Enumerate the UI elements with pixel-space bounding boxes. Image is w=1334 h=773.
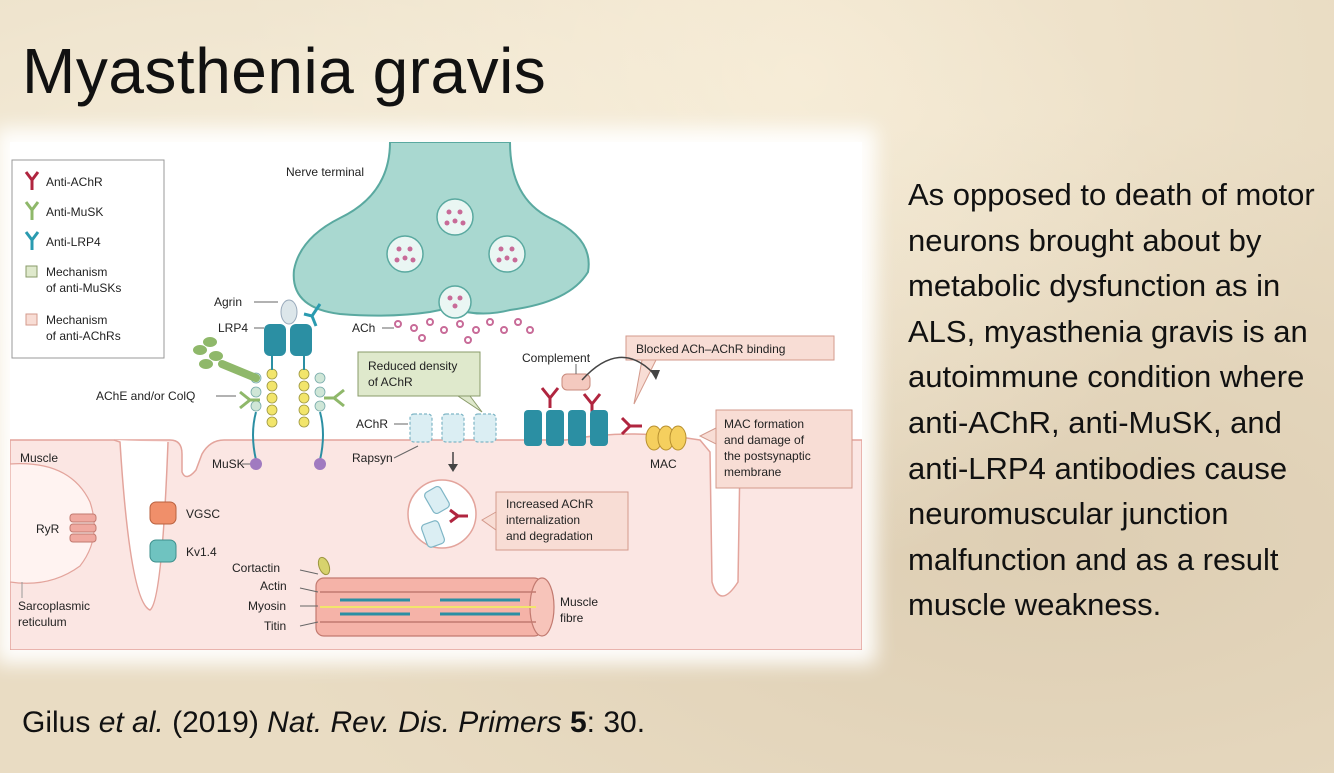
label-ryr: RyR [36,522,60,536]
lrp4-musk-complex [193,299,345,470]
svg-text:and damage of: and damage of [724,433,805,447]
svg-text:of anti-AChRs: of anti-AChRs [46,329,121,343]
internalization-vesicle [407,479,477,549]
nmj-diagram: Anti-AChR Anti-MuSK Anti-LRP4 Mechanism … [10,142,862,650]
svg-text:of AChR: of AChR [368,375,413,389]
label-muscle: Muscle [20,451,58,465]
legend-item-mech-achr: Mechanism of anti-AChRs [25,313,121,343]
slide-title: Myasthenia gravis [22,35,547,107]
legend-label-anti-musk: Anti-MuSK [46,205,103,219]
label-complement: Complement [522,351,591,365]
label-sarcoplasmic-2: reticulum [18,615,67,629]
citation-etal: et al. [98,706,164,739]
label-nerve-terminal: Nerve terminal [286,165,364,179]
callout-internalization: Increased AChR internalization and degra… [481,491,629,551]
label-agrin: Agrin [214,295,242,309]
svg-text:Mechanism: Mechanism [46,313,107,327]
citation-authors: Gilus [22,706,91,739]
label-rapsyn: Rapsyn [352,451,393,465]
label-muscle-fibre-2: fibre [560,611,584,625]
figure-panel: Anti-AChR Anti-MuSK Anti-LRP4 Mechanism … [10,142,862,650]
svg-text:membrane: membrane [724,465,782,479]
svg-text:and degradation: and degradation [506,529,593,543]
label-ache-colq: AChE and/or ColQ [96,389,195,403]
muscle-fibre [315,556,555,637]
label-sarcoplasmic-1: Sarcoplasmic [18,599,90,613]
legend-item-mech-musk: Mechanism of anti-MuSKs [25,265,121,295]
ach-molecules [394,318,534,344]
label-vgsc: VGSC [186,507,220,521]
label-titin: Titin [264,619,286,633]
mac-complex [645,425,687,451]
legend-item-anti-achr: Anti-AChR [24,171,103,190]
callout-reduced-density: Reduced density of AChR [357,351,483,413]
legend-item-anti-musk: Anti-MuSK [24,201,103,220]
citation-volume: 5 [569,706,587,739]
achr-faded [409,413,497,443]
kv14-channel [149,539,177,563]
synaptic-vesicles [386,198,526,319]
label-musk: MuSK [212,457,245,471]
label-cortactin: Cortactin [232,561,280,575]
citation-journal: Nat. Rev. Dis. Primers [267,706,562,739]
citation-year: (2019) [172,706,259,739]
legend-label-anti-lrp4: Anti-LRP4 [46,235,101,249]
svg-text:Reduced density: Reduced density [368,359,457,373]
complement-achr-cluster [524,356,660,446]
label-myosin: Myosin [248,599,286,613]
junctional-fold-left [113,439,169,611]
body-text: As opposed to death of motor neurons bro… [908,177,1315,623]
label-mac: MAC [650,457,677,471]
svg-text:Blocked ACh–AChR binding: Blocked ACh–AChR binding [636,342,785,356]
svg-text:Mechanism: Mechanism [46,265,107,279]
citation-pages: : 30. [586,706,646,739]
ryr-channel [69,513,97,543]
label-achr: AChR [356,417,388,431]
label-kv14: Kv1.4 [186,545,217,559]
legend-label-anti-achr: Anti-AChR [46,175,103,189]
svg-text:internalization: internalization [506,513,580,527]
svg-text:Increased AChR: Increased AChR [506,497,594,511]
label-actin: Actin [260,579,287,593]
svg-text:of anti-MuSKs: of anti-MuSKs [46,281,121,295]
label-lrp4: LRP4 [218,321,248,335]
complement-arrow [581,356,655,381]
svg-text:MAC formation: MAC formation [724,417,804,431]
legend-item-anti-lrp4: Anti-LRP4 [24,231,101,250]
callout-blocked-binding: Blocked ACh–AChR binding [625,335,835,405]
label-ach: ACh [352,321,375,335]
citation: Gilus et al. (2019) Nat. Rev. Dis. Prime… [22,706,645,740]
callout-mac-formation: MAC formation and damage of the postsyna… [698,409,853,489]
vgsc-channel [149,501,177,525]
label-muscle-fibre-1: Muscle [560,595,598,609]
svg-text:the postsynaptic: the postsynaptic [724,449,811,463]
